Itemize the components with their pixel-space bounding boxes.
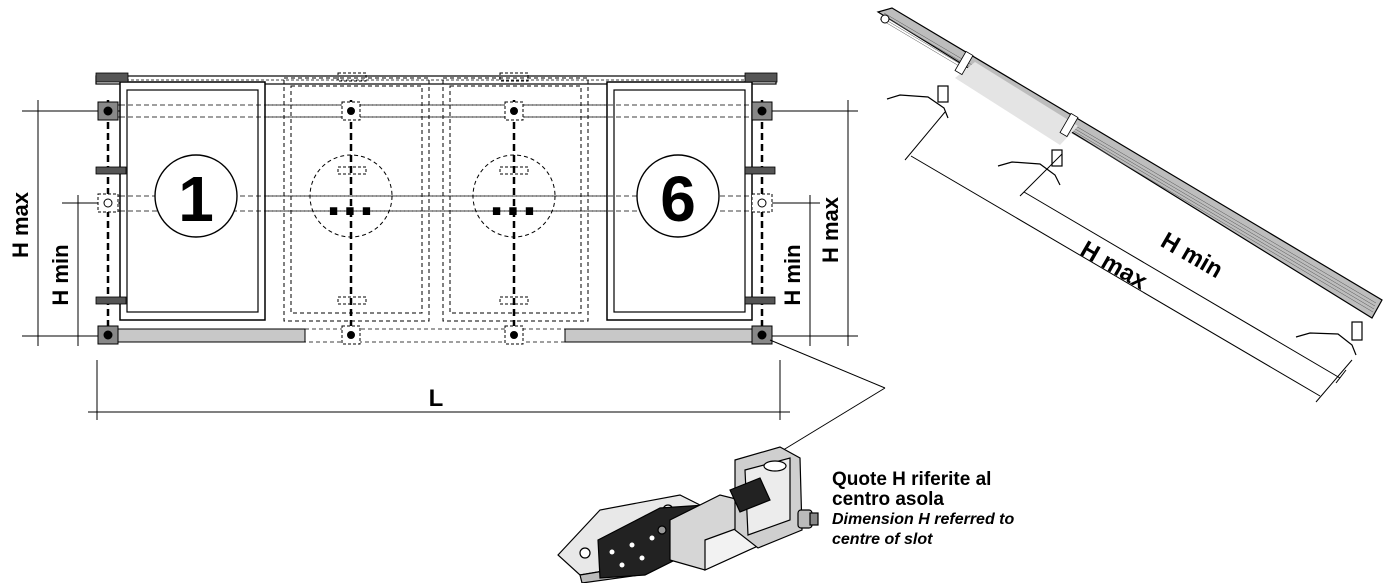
side-h-min-line [1023, 191, 1341, 379]
panel-middle-a-circle [309, 154, 393, 238]
dim-h-max-left-label: H max [8, 191, 33, 258]
bottom-rail-right [564, 328, 769, 343]
dim-h-min-left-label: H min [48, 244, 73, 305]
panel-middle-a [283, 77, 430, 322]
side-h-max-line [910, 155, 1321, 397]
panel-6-number: 6 [660, 163, 696, 235]
ellipsis-b: ... [489, 169, 538, 227]
dim-h-min-right-label: H min [780, 244, 805, 305]
detail-leader [769, 339, 886, 456]
note-it-line1: Quote H riferite al [832, 469, 992, 490]
panel-middle-b-circle [472, 154, 556, 238]
panel-1-number-circle [154, 154, 238, 238]
panel-1-number: 1 [178, 163, 214, 235]
note-en-line2: centre of slot [832, 531, 933, 548]
bracket-detail [557, 446, 819, 583]
ellipsis-a: ... [326, 169, 375, 227]
note-en-line1: Dimension H referred to [832, 511, 1015, 528]
side-h-min-label: H min [1156, 227, 1227, 284]
panel-middle-b [442, 77, 589, 322]
side-view [876, 7, 1383, 403]
dim-l-label: L [429, 385, 444, 412]
note-it-line2: centro asola [832, 489, 944, 510]
front-view [22, 72, 858, 420]
panel-6-number-circle [636, 154, 720, 238]
dim-h-max-right-label: H max [818, 196, 843, 263]
bottom-rail-left [99, 328, 306, 343]
slot-note: Quote H riferite al centro asola Dimensi… [832, 470, 1132, 550]
